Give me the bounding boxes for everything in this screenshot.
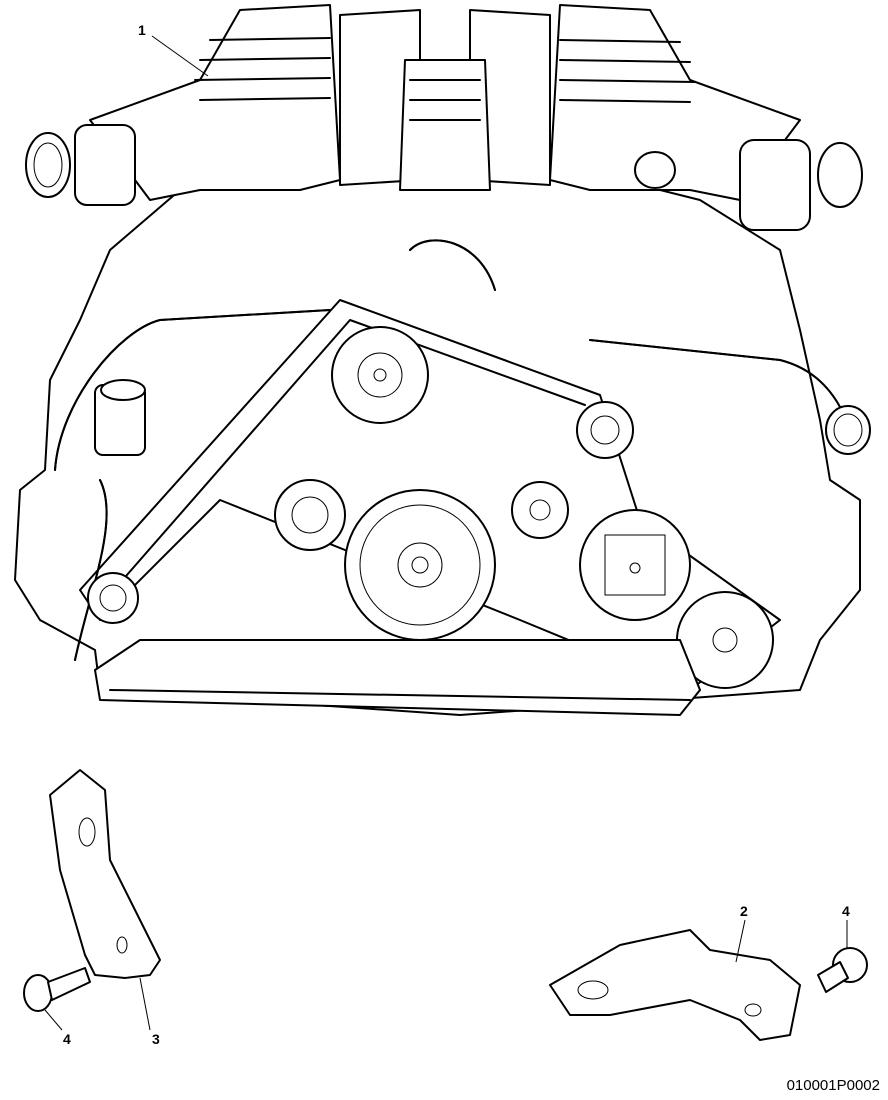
bracket-part-3 <box>49 769 161 979</box>
callout-1[interactable]: 1 <box>138 22 146 38</box>
drawing-code: 010001P0002 <box>786 1077 880 1094</box>
leader-lines <box>44 35 848 1031</box>
callout-4-right[interactable]: 4 <box>842 903 850 919</box>
bolt-part-4-left <box>23 967 91 1012</box>
callout-3[interactable]: 3 <box>152 1031 160 1047</box>
bracket-part-2 <box>549 929 801 1041</box>
callout-2[interactable]: 2 <box>740 903 748 919</box>
engine-assembly <box>14 4 871 716</box>
callout-4-left[interactable]: 4 <box>63 1031 71 1047</box>
bolt-part-4-right <box>817 947 868 993</box>
